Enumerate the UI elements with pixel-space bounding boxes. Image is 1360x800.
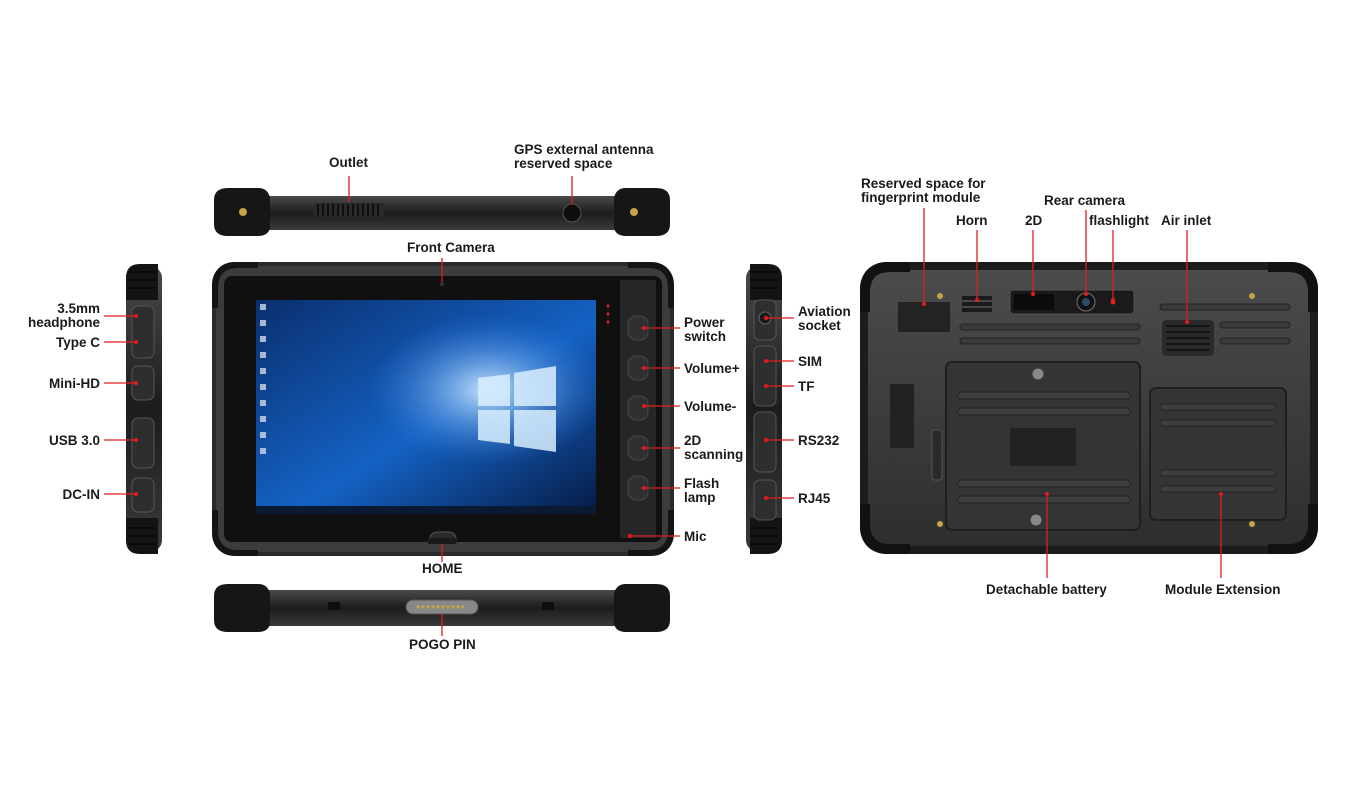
label-pogo-pin: POGO PIN xyxy=(409,637,476,652)
bottom-edge-view xyxy=(214,584,670,632)
label-volume-down: Volume- xyxy=(684,399,737,414)
label-power-switch: Power switch xyxy=(684,315,727,344)
label-front-camera: Front Camera xyxy=(407,240,495,255)
label-gps-antenna: GPS external antenna reserved space xyxy=(514,142,654,171)
label-usb3: USB 3.0 xyxy=(48,433,100,448)
left-side-view xyxy=(126,264,162,554)
label-headphone: 3.5mm headphone xyxy=(27,301,100,330)
label-type-c: Type C xyxy=(55,335,100,350)
label-2d-barcode: 2D xyxy=(1025,213,1043,228)
leader-dots xyxy=(134,292,1223,538)
right-side-view xyxy=(746,264,782,554)
label-outlet: Outlet xyxy=(329,155,368,170)
label-battery: Detachable battery xyxy=(986,582,1107,597)
label-flashlight: flashlight xyxy=(1089,213,1149,228)
label-aviation-socket: Aviation socket xyxy=(798,304,851,333)
label-horn: Horn xyxy=(956,213,988,228)
label-module-extension: Module Extension xyxy=(1165,582,1281,597)
front-view xyxy=(212,262,674,556)
label-sim: SIM xyxy=(798,354,823,369)
label-air-inlet: Air inlet xyxy=(1161,213,1212,228)
label-rj45: RJ45 xyxy=(798,491,831,506)
label-volume-up: Volume+ xyxy=(684,361,740,376)
back-view xyxy=(860,262,1318,554)
label-rear-camera: Rear camera xyxy=(1044,193,1126,208)
top-edge-view xyxy=(214,188,670,236)
label-2d-scanning: 2D scanning xyxy=(684,433,744,462)
label-dc-in: DC-IN xyxy=(62,487,101,502)
label-mic: Mic xyxy=(684,529,707,544)
label-rs232: RS232 xyxy=(798,433,840,448)
label-fingerprint: Reserved space for fingerprint module xyxy=(861,176,986,205)
label-mini-hd: Mini-HD xyxy=(49,376,100,391)
label-tf: TF xyxy=(798,379,815,394)
label-home: HOME xyxy=(422,561,463,576)
label-flash-lamp: Flash lamp xyxy=(684,476,720,505)
leader-lines xyxy=(104,176,1222,636)
